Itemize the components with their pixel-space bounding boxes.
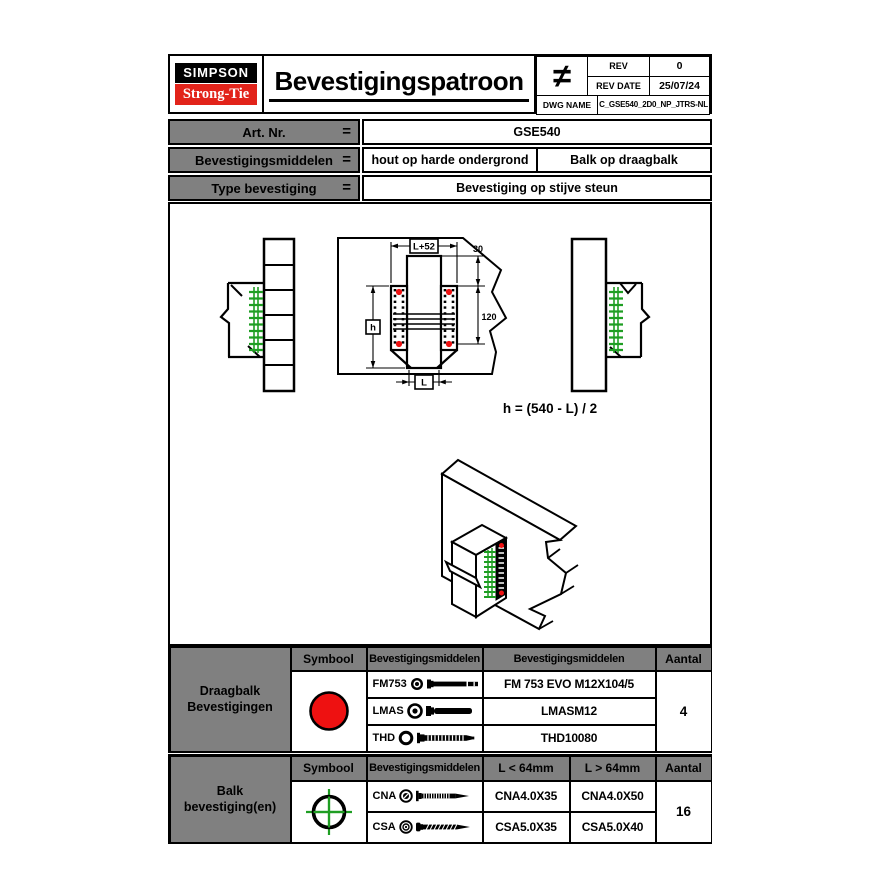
column-header-symbool: Symbool xyxy=(291,756,366,780)
column-header-aantal: Aantal xyxy=(656,756,711,780)
drawing-area: L+52 h L 30 120 h = (540 - L) / 2 xyxy=(168,202,712,646)
table-row-label: Draagbalk Bevestigingen xyxy=(170,647,290,751)
rev-date-label: REV DATE xyxy=(587,75,650,96)
document-frame: SIMPSON Strong-Tie Bevestigingspatroon ≠… xyxy=(168,54,712,845)
equals-sign: = xyxy=(342,150,351,168)
product-cell: CNA4.0X35 xyxy=(483,781,569,811)
fastener-code-cell: THD xyxy=(367,725,482,751)
red-circle-icon xyxy=(308,691,349,731)
column-header-l-large: L > 64mm xyxy=(570,756,655,780)
spec-label: Bevestigingsmiddelen = xyxy=(168,147,360,173)
fm753-bolt-icon xyxy=(426,679,478,689)
isometric-view-drawing xyxy=(440,458,579,631)
column-header-bevestigingsmiddelen: Bevestigingsmiddelen xyxy=(367,756,482,780)
spec-label-text: Art. Nr. xyxy=(242,124,286,140)
product-cell: CNA4.0X50 xyxy=(570,781,655,811)
spec-label-text: Type bevestiging xyxy=(211,180,317,196)
product-cell: CSA5.0X40 xyxy=(570,812,655,842)
spec-label-text: Bevestigingsmiddelen xyxy=(195,152,333,168)
product-cell: FM 753 EVO M12X104/5 xyxy=(483,671,655,697)
spec-label: Art. Nr. = xyxy=(168,119,360,145)
spec-value: GSE540 xyxy=(362,119,712,145)
crosshair-icon xyxy=(305,788,352,835)
lmas-bolt-icon xyxy=(425,706,472,716)
page-title: Bevestigingspatroon xyxy=(269,66,529,102)
spec-row-type-bevestiging: Type bevestiging = Bevestiging op stijve… xyxy=(168,175,712,201)
product-cell: LMASM12 xyxy=(483,698,655,724)
fastener-code-cell: CSA xyxy=(367,812,482,842)
green-fastener-marks xyxy=(484,551,496,598)
dwg-name-label: DWG NAME xyxy=(536,95,598,115)
bolt-hole-mark xyxy=(499,590,504,596)
spec-label: Type bevestiging = xyxy=(168,175,360,201)
dim-30-label: 30 xyxy=(473,244,483,254)
column-header-bevestigingsmiddelen: Bevestigingsmiddelen xyxy=(367,647,482,670)
cna-nail-icon xyxy=(416,790,470,802)
brand-strongtie-label: Strong-Tie xyxy=(175,84,257,106)
spec-value: Balk op draagbalk xyxy=(538,147,712,173)
title-block: SIMPSON Strong-Tie Bevestigingspatroon ≠… xyxy=(168,54,712,115)
green-fastener-marks xyxy=(609,290,623,352)
symbol-cell xyxy=(291,781,366,842)
spec-value: Bevestiging op stijve steun xyxy=(362,175,712,201)
green-fastener-marks xyxy=(249,290,263,352)
dim-top-label: L+52 xyxy=(413,242,435,253)
csa-screw-head-icon xyxy=(399,820,413,834)
column-header-bevestigingsmiddelen: Bevestigingsmiddelen xyxy=(483,647,655,670)
column-header-symbool: Symbool xyxy=(291,647,366,670)
column-header-l-small: L < 64mm xyxy=(483,756,569,780)
not-equal-icon: ≠ xyxy=(536,56,588,96)
brand-simpson-label: SIMPSON xyxy=(175,62,257,83)
table-row-label: Balk bevestiging(en) xyxy=(170,756,290,842)
lmas-bolt-head-icon xyxy=(406,703,423,719)
rev-label: REV xyxy=(587,56,650,77)
revision-block: ≠ REV 0 REV DATE 25/07/24 DWG NAME C_GSE… xyxy=(536,56,710,115)
bolt-hole-mark xyxy=(499,543,504,548)
side-view-left-drawing xyxy=(219,237,296,393)
symbol-cell xyxy=(291,671,366,751)
draagbalk-fastening-table: Draagbalk Bevestigingen Symbool Bevestig… xyxy=(168,645,712,753)
brand-logo: SIMPSON Strong-Tie xyxy=(170,56,264,112)
dim-120-label: 120 xyxy=(482,312,497,322)
csa-screw-icon xyxy=(415,822,470,832)
dwg-name-value: C_GSE540_2D0_NP_JTRS-NL xyxy=(597,95,710,115)
fastener-code-cell: CNA xyxy=(367,781,482,811)
fm753-bolt-head-icon xyxy=(410,678,423,690)
column-header-aantal: Aantal xyxy=(656,647,711,670)
side-view-right-drawing xyxy=(570,237,651,393)
nail-hole-marks xyxy=(393,289,455,347)
equals-sign: = xyxy=(342,122,351,140)
height-formula: h = (540 - L) / 2 xyxy=(502,401,598,416)
thd-screw-head-icon xyxy=(398,730,414,746)
sheet-title-cell: Bevestigingspatroon xyxy=(264,56,536,112)
rev-date-value: 25/07/24 xyxy=(649,75,710,96)
spec-row-bevestigingsmiddelen: Bevestigingsmiddelen = hout op harde ond… xyxy=(168,147,712,173)
product-cell: CSA5.0X35 xyxy=(483,812,569,842)
fastener-code-cell: LMAS xyxy=(367,698,482,724)
quantity-cell: 16 xyxy=(656,781,711,842)
spec-value: hout op harde ondergrond xyxy=(362,147,538,173)
cna-nail-head-icon xyxy=(399,789,414,803)
product-cell: THD10080 xyxy=(483,725,655,751)
rev-value: 0 xyxy=(649,56,710,77)
front-view-drawing: L+52 h L 30 120 xyxy=(337,237,508,390)
quantity-cell: 4 xyxy=(656,671,711,751)
dim-bottom-label: L xyxy=(421,378,427,389)
equals-sign: = xyxy=(342,178,351,196)
bolt-hole-marks xyxy=(395,288,453,348)
fastener-code-cell: FM753 xyxy=(367,671,482,697)
balk-fastening-table: Balk bevestiging(en) Symbool Bevestiging… xyxy=(168,754,712,844)
thd-screw-icon xyxy=(417,732,475,744)
spec-row-art-nr: Art. Nr. = GSE540 xyxy=(168,119,712,145)
dim-h-label: h xyxy=(370,323,376,334)
